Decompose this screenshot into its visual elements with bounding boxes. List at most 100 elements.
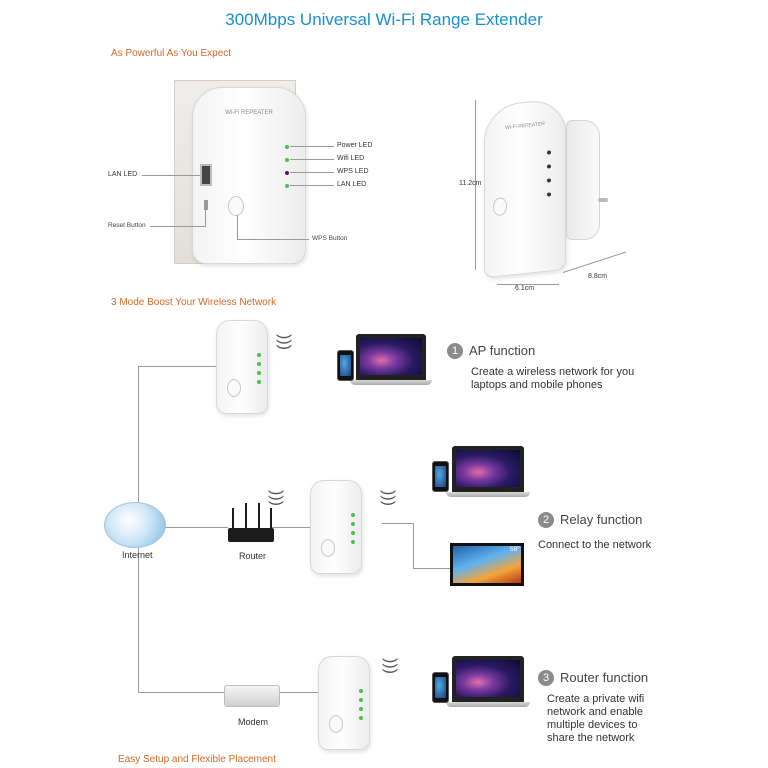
ap-laptop-base bbox=[350, 380, 432, 385]
ap-laptop-screen bbox=[356, 334, 426, 380]
callout-line-power-led bbox=[290, 146, 334, 147]
router-wifi-icon: ))) bbox=[267, 490, 285, 506]
relay-wifi-icon: ))) bbox=[379, 490, 397, 506]
wps-button[interactable] bbox=[228, 196, 244, 216]
tv-size-badge: 58" bbox=[510, 546, 520, 553]
ap-led-2 bbox=[257, 362, 261, 366]
reset-button-label: Reset Button bbox=[108, 222, 146, 229]
router-function-title: 3 Router function bbox=[538, 670, 648, 686]
lan-led-indicator bbox=[285, 184, 289, 188]
relay-tv bbox=[450, 543, 524, 586]
callout-line-wps-led bbox=[290, 172, 334, 173]
router-antenna-1 bbox=[232, 508, 234, 530]
net-line-modem-ext bbox=[280, 692, 318, 693]
section-heading-modes: 3 Mode Boost Your Wireless Network bbox=[111, 297, 277, 308]
side-led-3 bbox=[547, 178, 551, 183]
net-line-bottom bbox=[138, 692, 224, 693]
router-function-title-text: Router function bbox=[560, 670, 649, 685]
dim-height-label: 11.2cm bbox=[459, 180, 482, 187]
reset-hole bbox=[204, 200, 208, 210]
callout-line-reset bbox=[150, 226, 206, 227]
callout-line-wps-button bbox=[237, 239, 309, 240]
router-laptop-screen bbox=[452, 656, 524, 702]
relay-led-1 bbox=[351, 513, 355, 517]
net-line-router-ext bbox=[270, 527, 310, 528]
relay-function-title-text: Relay function bbox=[560, 512, 643, 527]
ap-wifi-icon: ))) bbox=[275, 334, 293, 350]
callout-line-wps-button-v bbox=[237, 215, 238, 239]
internet-globe-icon bbox=[104, 502, 166, 548]
net-line-top bbox=[138, 366, 216, 367]
relay-laptop-screen bbox=[452, 446, 524, 492]
section-heading-setup: Easy Setup and Flexible Placement bbox=[118, 754, 276, 765]
side-led-2 bbox=[547, 164, 551, 169]
router-label: Router bbox=[239, 551, 267, 561]
callout-line-lan-led-left bbox=[142, 175, 200, 176]
routermode-led-1 bbox=[359, 689, 363, 693]
side-wps-button bbox=[493, 196, 507, 217]
net-line-relay-tv-h bbox=[382, 523, 414, 524]
power-led-label: Power LED bbox=[337, 142, 373, 149]
dim-height-line bbox=[475, 100, 476, 270]
router-body bbox=[228, 528, 274, 542]
extender-ap-mode bbox=[216, 320, 268, 414]
ap-function-number: 1 bbox=[447, 343, 463, 359]
extender-logo-small: Wi-Fi REPEATER bbox=[505, 120, 545, 132]
side-led-1 bbox=[547, 150, 551, 155]
relay-function-title: 2 Relay function bbox=[538, 512, 642, 528]
dim-depth-label: 8.8cm bbox=[588, 273, 608, 280]
router-laptop-base bbox=[446, 702, 530, 707]
extender-router-mode bbox=[318, 656, 370, 750]
router-function-number: 3 bbox=[538, 670, 554, 686]
relay-phone bbox=[432, 461, 449, 492]
router-antenna-2 bbox=[245, 503, 247, 529]
extender-angled-view: Wi-Fi REPEATER bbox=[484, 97, 566, 279]
relay-wps-button bbox=[321, 539, 335, 557]
relay-led-4 bbox=[351, 540, 355, 544]
lan-led-label: LAN LED bbox=[337, 181, 367, 188]
side-led-4 bbox=[547, 192, 551, 197]
routermode-led-4 bbox=[359, 716, 363, 720]
dim-depth-line bbox=[562, 251, 626, 273]
ap-phone bbox=[337, 350, 354, 381]
wps-led-indicator bbox=[285, 171, 289, 175]
ap-function-title-text: AP function bbox=[469, 343, 536, 358]
internet-label: Internet bbox=[122, 550, 153, 560]
ap-function-desc: Create a wireless network for you laptop… bbox=[471, 366, 635, 391]
plug-pin bbox=[598, 198, 608, 202]
wifi-led-indicator bbox=[285, 158, 289, 162]
callout-line-lan-led bbox=[290, 185, 334, 186]
ap-function-title: 1 AP function bbox=[447, 343, 535, 359]
lan-led-left-label: LAN LED bbox=[108, 171, 138, 178]
dim-width-label: 6.1cm bbox=[515, 285, 535, 292]
relay-led-3 bbox=[351, 531, 355, 535]
net-line-mid bbox=[138, 527, 228, 528]
ap-wps-button bbox=[227, 379, 241, 397]
callout-line-reset-v bbox=[205, 210, 206, 226]
router-antenna-4 bbox=[270, 508, 272, 530]
relay-laptop-base bbox=[446, 492, 530, 497]
power-led-indicator bbox=[285, 145, 289, 149]
extender-logo: Wi-Fi REPEATER bbox=[225, 110, 273, 116]
router-antenna-3 bbox=[258, 503, 260, 529]
plug-housing bbox=[566, 120, 600, 240]
lan-port bbox=[200, 164, 212, 186]
relay-function-number: 2 bbox=[538, 512, 554, 528]
dim-width-line bbox=[497, 284, 559, 285]
extender-relay-mode bbox=[310, 480, 362, 574]
relay-led-2 bbox=[351, 522, 355, 526]
ap-led-3 bbox=[257, 371, 261, 375]
wps-led-label: WPS LED bbox=[337, 168, 369, 175]
section-heading-powerful: As Powerful As You Expect bbox=[111, 48, 232, 59]
wps-button-label: WPS Button bbox=[312, 235, 348, 242]
ap-led-1 bbox=[257, 353, 261, 357]
relay-function-desc: Connect to the network bbox=[538, 539, 652, 551]
modem-label: Modem bbox=[238, 717, 269, 727]
net-line-relay-tv-v bbox=[413, 523, 414, 568]
modem-body bbox=[224, 685, 280, 707]
routermode-led-3 bbox=[359, 707, 363, 711]
routermode-wps-button bbox=[329, 715, 343, 733]
ap-led-4 bbox=[257, 380, 261, 384]
routermode-wifi-icon: ))) bbox=[381, 658, 399, 674]
page-title: 300Mbps Universal Wi-Fi Range Extender bbox=[225, 10, 543, 29]
